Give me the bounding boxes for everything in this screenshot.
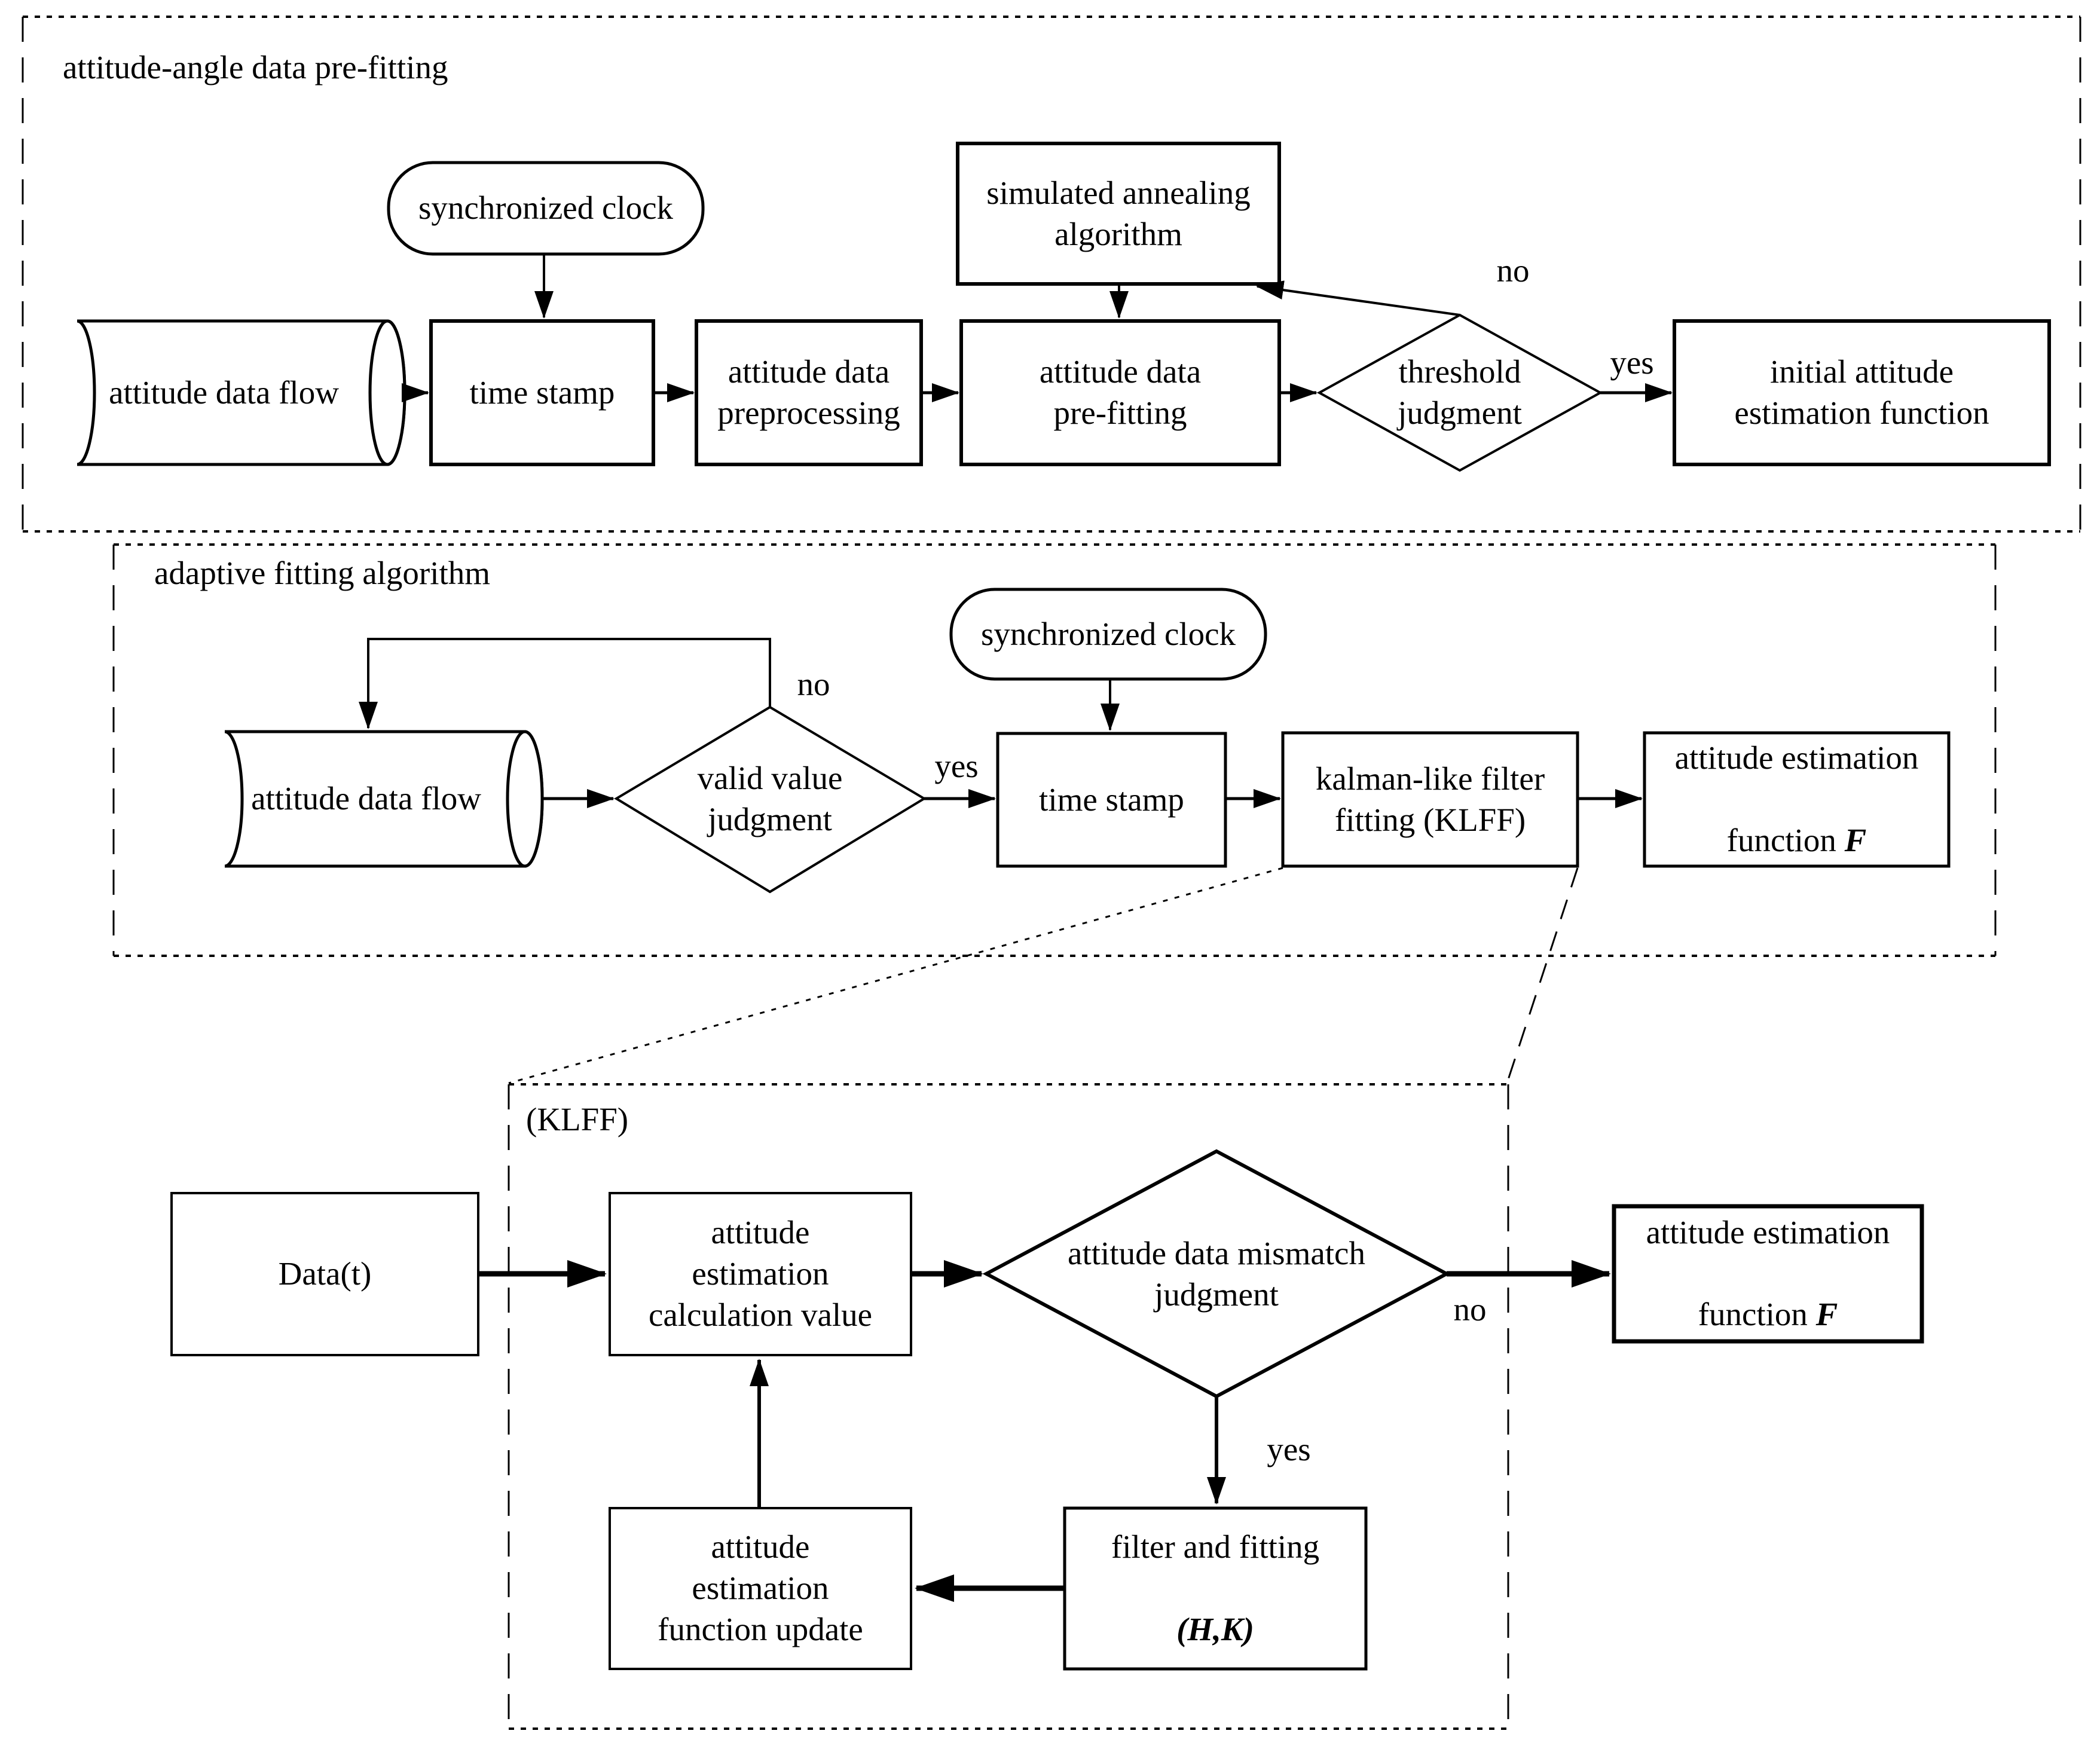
arrow-threshold-no-to-annealing: [1256, 280, 1460, 316]
edge-label-threshold-yes: yes: [1610, 344, 1654, 381]
threshold-judgment-diamond: [1316, 313, 1603, 472]
edge-label-valid-no: no: [797, 665, 830, 702]
label-function-update: attitude estimation function update: [658, 1528, 863, 1647]
section-title-adaptive: adaptive fitting algorithm: [154, 555, 491, 591]
synchronized-clock-stadium-1: [387, 161, 705, 256]
klff-expansion-line-right: [1506, 867, 1579, 1084]
label-preprocessing: attitude data preprocessing: [717, 353, 900, 431]
synchronized-clock-stadium-2: [949, 588, 1267, 681]
label-data-t: Data(t): [278, 1255, 372, 1292]
edge-label-mismatch-no: no: [1453, 1291, 1487, 1328]
label-prefitting: attitude data pre-fitting: [1039, 353, 1202, 431]
section-adaptive-container: [112, 543, 1997, 957]
edge-label-mismatch-yes: yes: [1267, 1430, 1311, 1467]
node-line: attitude estimation: [1674, 739, 1919, 776]
label-valid-value-judgment: valid value judgment: [697, 759, 843, 837]
klff-expansion-line-left: [508, 867, 1283, 1084]
initial-estimation-box: [1673, 319, 2051, 466]
label-time-stamp-2: time stamp: [1039, 781, 1184, 818]
label-synchronized-clock-1: synchronized clock: [418, 189, 674, 227]
simulated-annealing-box: [956, 142, 1281, 286]
node-line: function F: [1726, 821, 1867, 858]
time-stamp-box-2: [996, 732, 1227, 868]
estimation-function-box-mid: [1643, 731, 1951, 868]
node-line: function F: [1698, 1296, 1838, 1333]
section-title-klff-detail: (KLFF): [526, 1101, 629, 1138]
edge-label-valid-yes: yes: [934, 747, 979, 784]
estimation-function-box-bottom: [1612, 1204, 1924, 1344]
label-mismatch-judgment: attitude data mismatch judgment: [1068, 1234, 1365, 1313]
section-prefitting-container: [22, 16, 2081, 533]
label-initial-estimation: initial attitude estimation function: [1734, 353, 1989, 431]
node-line: attitude estimation: [1646, 1213, 1890, 1250]
node-line: (H,K): [1176, 1610, 1254, 1647]
label-calculation-value: attitude estimation calculation value: [648, 1214, 873, 1333]
klff-box: [1281, 731, 1579, 868]
label-simulated-annealing: simulated annealing algorithm: [986, 174, 1251, 252]
calculation-value-box: [609, 1192, 912, 1356]
section-title-prefitting: attitude-angle data pre-fitting: [63, 49, 448, 85]
label-time-stamp-1: time stamp: [469, 374, 615, 411]
label-attitude-data-flow-1: attitude data flow: [109, 374, 339, 411]
valid-value-diamond: [614, 705, 927, 894]
arrow-valid-no-loop-to-flow2: [359, 638, 771, 729]
function-update-box: [609, 1507, 912, 1670]
edge-label-threshold-no: no: [1496, 252, 1530, 289]
section-klff-container: [508, 1083, 1509, 1730]
label-estimation-function-mid: attitude estimation function F: [1644, 733, 1949, 866]
label-filter-and-fitting: filter and fitting (H,K): [1065, 1508, 1366, 1669]
label-threshold-judgment: threshold judgment: [1398, 353, 1522, 431]
node-line: filter and fitting: [1111, 1528, 1320, 1566]
label-attitude-data-flow-2: attitude data flow: [251, 780, 481, 817]
label-estimation-function-bottom: attitude estimation function F: [1614, 1206, 1922, 1341]
label-synchronized-clock-2: synchronized clock: [980, 615, 1236, 652]
label-klff: kalman-like filter fitting (KLFF): [1315, 760, 1545, 838]
